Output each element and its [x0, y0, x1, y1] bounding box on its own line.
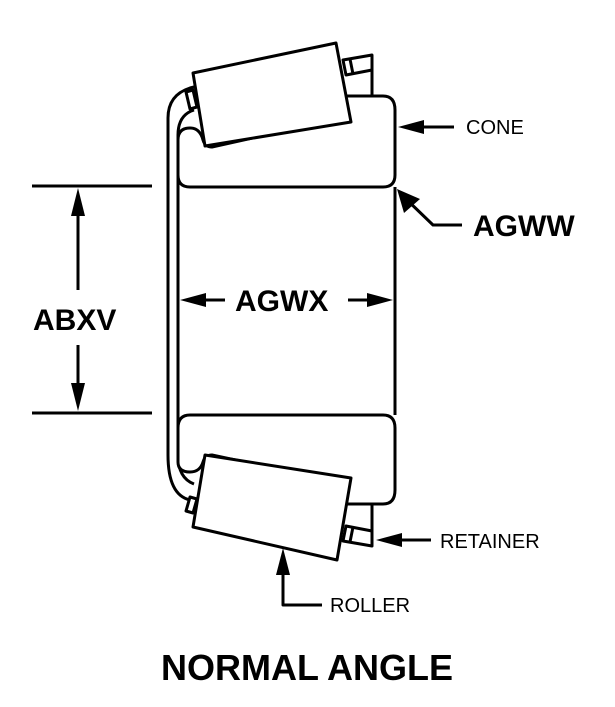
agww-leader-line	[403, 196, 462, 227]
abxv-label: ABXV	[33, 304, 116, 337]
retainer-lower-left	[184, 495, 199, 515]
retainer-lower-right	[341, 524, 374, 548]
agww-arrow-icon	[397, 189, 420, 213]
abxv-arrow-down-icon	[71, 383, 85, 411]
roller-label: ROLLER	[330, 595, 410, 617]
agwx-arrow-right-icon	[367, 293, 393, 307]
agww-label: AGWW	[473, 210, 575, 243]
retainer-upper-right	[341, 53, 374, 77]
roller-upper	[191, 41, 353, 148]
roller-leader-line	[281, 570, 322, 607]
cone-arrow-icon	[398, 120, 424, 134]
retainer-arrow-icon	[376, 533, 402, 547]
agwx-label: AGWX	[235, 285, 328, 318]
agwx-arrow-left-icon	[180, 293, 206, 307]
retainer-upper-right-tick	[348, 58, 355, 75]
cone-label: CONE	[466, 117, 524, 139]
retainer-label: RETAINER	[440, 531, 540, 553]
roller-arrow-icon	[276, 548, 290, 575]
retainer-upper-left	[184, 88, 199, 111]
retainer-lower-right-tick	[348, 526, 355, 543]
abxv-arrow-up-icon	[71, 188, 85, 216]
diagram-title: NORMAL ANGLE	[161, 647, 453, 688]
